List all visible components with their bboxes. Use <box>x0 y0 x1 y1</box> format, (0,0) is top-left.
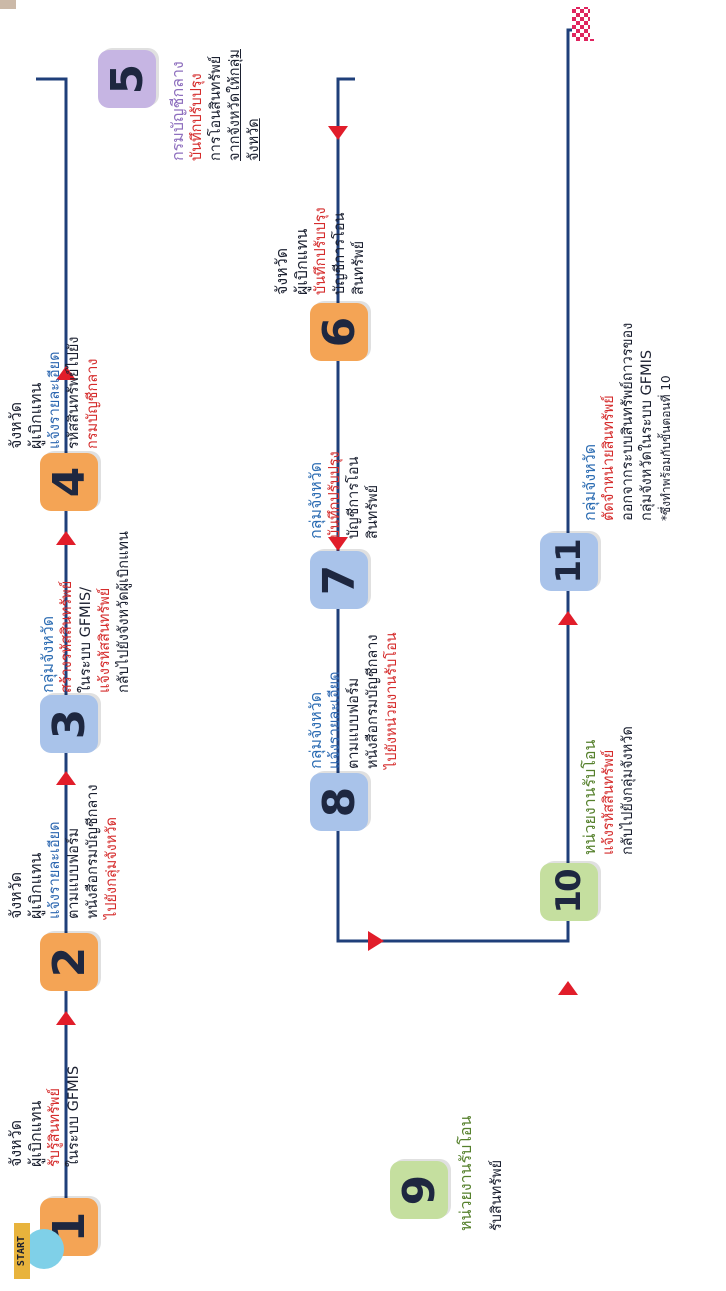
step-2-actor-line2: ผู้เบิกแทน <box>26 852 45 919</box>
step-10-text-1: แจ้งรหัสสินทรัพย์ <box>601 749 617 855</box>
arrow-5-6 <box>328 126 348 140</box>
step-1-actor-line2: ผู้เบิกแทน <box>26 1100 45 1167</box>
step-10-box: 10 <box>540 863 598 921</box>
step-2-label: จังหวัด ผู้เบิกแทน แจ้งรายละเอียด ตามแบบ… <box>6 784 122 919</box>
step-6-text-3: สินทรัพย์ <box>351 240 367 295</box>
step-5-text-3: จากจังหวัดให้กลุ่ม <box>227 49 243 161</box>
step-1-label: จังหวัด ผู้เบิกแทน รับรู้สินทรัพย์ ในระบ… <box>6 1066 84 1167</box>
step-3-box: 3 <box>40 695 98 753</box>
step-7-text-2: บัญชีการโอน <box>346 456 362 539</box>
step-8-text-4: ไปยังหน่วยงานรับโอน <box>384 632 400 769</box>
step-5-actor: กรมบัญชีกลาง <box>168 61 187 161</box>
step-7-text-1: บันทึกปรับปรุง <box>327 451 343 539</box>
step-2-text-3: หนังสือกรมบัญชีกลาง <box>85 784 101 919</box>
arrow-3-4 <box>56 531 76 545</box>
step-3-text-3: แจ้งรหัสสินทรัพย์ <box>97 587 113 693</box>
step-6-label: จังหวัด ผู้เบิกแทน บันทึกปรับปรุง บัญชีก… <box>272 207 369 295</box>
connector-rows-2-3 <box>336 28 590 943</box>
connector-row-1 <box>36 77 68 1225</box>
step-7-label: กลุ่มจังหวัด บันทึกปรับปรุง บัญชีการโอน … <box>306 451 383 539</box>
step-7-actor: กลุ่มจังหวัด <box>306 461 325 539</box>
arrow-2-3 <box>56 771 76 785</box>
step-1-actor-line1: จังหวัด <box>6 1119 25 1167</box>
step-11-label: กลุ่มจังหวัด ตัดจำหน่ายสินทรัพย์ ออกจากร… <box>580 323 676 521</box>
step-3-actor: กลุ่มจังหวัด <box>38 615 57 693</box>
step-8-text-1: แจ้งรายละเอียด <box>327 671 343 769</box>
step-3-label: กลุ่มจังหวัด สร้างรหัสสินทรัพย์ ในระบบ G… <box>38 531 134 693</box>
step-11-box: 11 <box>540 533 598 591</box>
step-4-actor-line1: จังหวัด <box>6 401 25 449</box>
step-7-box: 7 <box>310 551 368 609</box>
step-10-actor: หน่วยงานรับโอน <box>580 739 599 855</box>
arrow-7-8 <box>328 537 348 551</box>
arrow-4-5 <box>56 366 76 380</box>
arrow-1-2 <box>56 1011 76 1025</box>
step-6-actor-line1: จังหวัด <box>272 247 291 295</box>
step-11-text-1: ตัดจำหน่ายสินทรัพย์ <box>601 395 617 521</box>
step-6-text-1: บันทึกปรับปรุง <box>313 207 329 295</box>
start-badge-icon: START <box>14 1223 30 1279</box>
step-2-actor-line1: จังหวัด <box>6 871 25 919</box>
step-11-text-2: ออกจากระบบสินทรัพย์ถาวรของ <box>620 322 636 521</box>
step-7-text-3: สินทรัพย์ <box>365 484 381 539</box>
arrow-8-9 <box>368 931 384 951</box>
step-6-box: 6 <box>310 303 368 361</box>
arrow-10-11 <box>558 611 578 625</box>
step-3-text-4: กลับไปยังจังหวัดผู้เบิกแทน <box>116 531 132 693</box>
step-3-text-2: ในระบบ GFMIS/ <box>78 586 94 693</box>
step-4-actor-line2: ผู้เบิกแทน <box>26 382 45 449</box>
connector-lines <box>36 28 590 1225</box>
step-5-text-4: จังหวัด <box>246 118 262 161</box>
step-8-box: 8 <box>310 773 368 831</box>
finish-flag-icon <box>572 7 590 41</box>
step-8-text-3: หนังสือกรมบัญชีกลาง <box>365 634 381 769</box>
step-1-text-1: รับรู้สินทรัพย์ <box>47 1088 63 1167</box>
step-4-text-3: กรมบัญชีกลาง <box>85 358 101 449</box>
step-2-text-2: ตามแบบฟอร์ม <box>66 827 82 919</box>
step-5-text-1: บันทึกปรับปรุง <box>189 73 205 161</box>
step-10-text-2: กลับไปยังกลุ่มจังหวัด <box>620 726 636 855</box>
arrow-9-10 <box>558 981 578 995</box>
step-9-label: หน่วยงานรับโอน รับสินทรัพย์ <box>456 1101 507 1231</box>
step-9-text-1: รับสินทรัพย์ <box>489 1159 505 1231</box>
start-circle-icon <box>24 1229 64 1269</box>
step-8-text-2: ตามแบบฟอร์ม <box>346 677 362 769</box>
step-6-text-2: บัญชีการโอน <box>332 212 348 295</box>
step-2-text-1: แจ้งรายละเอียด <box>47 821 63 919</box>
step-3-text-1: สร้างรหัสสินทรัพย์ <box>59 580 75 693</box>
step-5-text-2: การโอนสินทรัพย์ <box>208 55 224 161</box>
step-5-label: กรมบัญชีกลาง บันทึกปรับปรุง การโอนสินทรั… <box>168 6 264 161</box>
corner-decoration <box>0 0 16 9</box>
step-5-box: 5 <box>98 50 156 108</box>
step-2-box: 2 <box>40 933 98 991</box>
step-1-text-2: ในระบบ GFMIS <box>66 1065 82 1167</box>
step-4-text-1: แจ้งรายละเอียด <box>47 351 63 449</box>
step-4-label: จังหวัด ผู้เบิกแทน แจ้งรายละเอียด รหัสสิ… <box>6 337 103 449</box>
flow-arrows <box>56 126 578 1025</box>
step-11-actor: กลุ่มจังหวัด <box>580 443 599 521</box>
step-4-text-2: รหัสสินทรัพย์ไปยัง <box>66 336 82 449</box>
step-9-box: 9 <box>390 1161 448 1219</box>
step-6-actor-line2: ผู้เบิกแทน <box>292 228 311 295</box>
step-4-box: 4 <box>40 453 98 511</box>
step-8-actor: กลุ่มจังหวัด <box>306 691 325 769</box>
step-11-text-3: กลุ่มจังหวัดในระบบ GFMIS <box>639 349 655 521</box>
step-9-actor: หน่วยงานรับโอน <box>456 1115 475 1231</box>
step-8-label: กลุ่มจังหวัด แจ้งรายละเอียด ตามแบบฟอร์ม … <box>306 632 402 769</box>
step-11-text-4: *ซึ่งทำพร้อมกับขั้นตอนที่ 10 <box>659 375 673 521</box>
step-10-label: หน่วยงานรับโอน แจ้งรหัสสินทรัพย์ กลับไปย… <box>580 726 638 855</box>
step-2-text-4: ไปยังกลุ่มจังหวัด <box>104 817 120 919</box>
